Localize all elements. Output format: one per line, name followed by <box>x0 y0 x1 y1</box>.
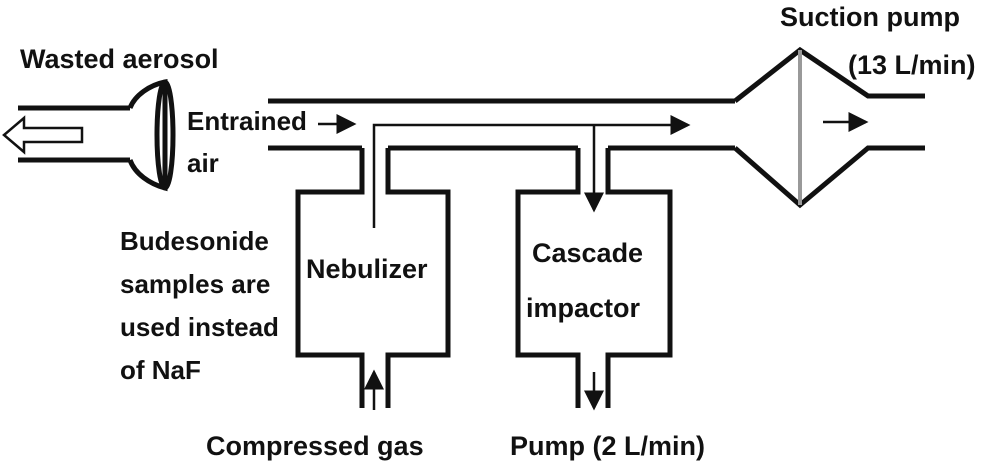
suction-pump-rate-label: (13 L/min) <box>848 50 976 80</box>
pump-2-label: Pump (2 L/min) <box>510 431 705 461</box>
suction-pump-shape <box>733 46 925 209</box>
cascade-impactor-chamber <box>515 148 673 411</box>
nebulizer-chamber <box>295 148 451 410</box>
compressed-gas-label: Compressed gas <box>206 431 424 461</box>
note-line1: Budesonide <box>120 226 269 256</box>
entrained-air-label-line2: air <box>187 148 219 178</box>
nebulizer-label: Nebulizer <box>306 254 428 284</box>
aerosol-flow-path <box>372 115 691 228</box>
entrained-air-label-line1: Entrained <box>187 106 307 136</box>
note-line3: used instead <box>120 312 279 342</box>
cascade-label-line1: Cascade <box>532 238 643 268</box>
main-tube <box>268 98 735 151</box>
wasted-aerosol-arrow <box>2 115 84 155</box>
mouthpiece-shape <box>2 78 176 192</box>
note-line4: of NaF <box>120 355 201 385</box>
suction-pump-label: Suction pump <box>780 2 960 32</box>
wasted-aerosol-label: Wasted aerosol <box>20 44 219 74</box>
cascade-label-line2: impactor <box>526 293 641 323</box>
note-line2: samples are <box>120 269 270 299</box>
